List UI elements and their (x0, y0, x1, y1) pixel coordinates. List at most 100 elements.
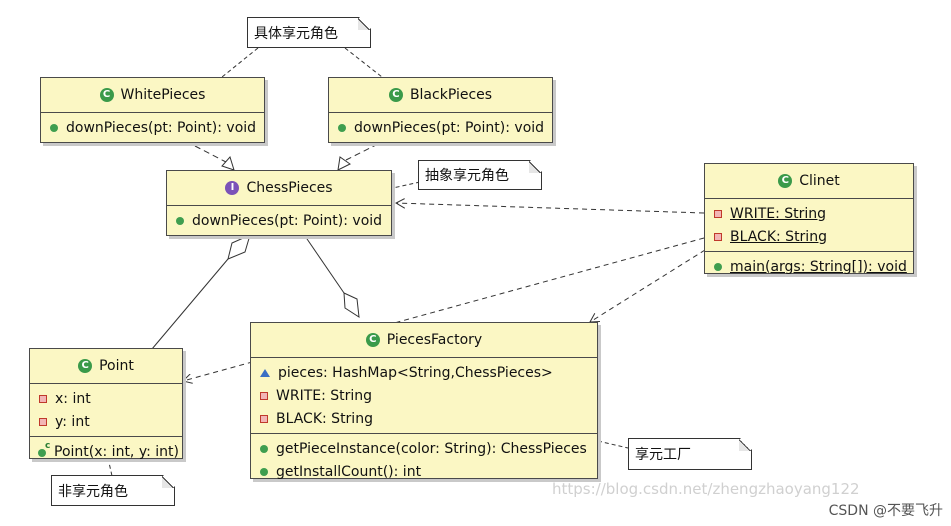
method-row: downPieces(pt: Point): void (167, 209, 391, 232)
public-method-icon (714, 262, 722, 271)
dependency-clinet-chesspieces (396, 203, 705, 214)
realization-black-head (337, 156, 351, 171)
methods-section: main(args: String[]): void (705, 252, 913, 281)
class-header: C Clinet (705, 164, 913, 199)
methods-section: downPieces(pt: Point): void (41, 113, 264, 142)
field-text: BLACK: String (730, 228, 827, 245)
field-text: x: int (55, 390, 91, 407)
note-anchor-unshared (107, 457, 113, 477)
class-name: WhitePieces (120, 87, 206, 103)
field-text: BLACK: String (276, 410, 373, 427)
note-abstract-text: 抽象享元角色 (425, 168, 509, 184)
note-concrete-flyweight: 具体享元角色 (247, 17, 371, 48)
note-anchor-abstract (392, 181, 421, 189)
constructor-icon: c (38, 441, 50, 457)
interface-chess-pieces[interactable]: I ChessPieces downPieces(pt: Point): voi… (166, 170, 392, 236)
methods-section: downPieces(pt: Point): void (329, 113, 552, 142)
public-method-icon (50, 123, 58, 132)
credit-text: CSDN @不要飞升 (828, 503, 943, 519)
field-row: BLACK: String (251, 407, 597, 430)
public-method-icon (260, 444, 268, 453)
note-abstract-flyweight: 抽象享元角色 (418, 160, 542, 190)
note-concrete-text: 具体享元角色 (254, 25, 338, 42)
dependency-clinet-factory (590, 249, 706, 322)
fields-section: pieces: HashMap<String,ChessPieces> WRIT… (251, 358, 597, 434)
private-field-icon (39, 394, 47, 403)
method-text: getInstallCount(): int (276, 463, 422, 480)
class-white-pieces[interactable]: C WhitePieces downPieces(pt: Point): voi… (40, 77, 265, 143)
class-name: ChessPieces (246, 180, 333, 196)
realization-white-head (221, 156, 235, 171)
class-name: BlackPieces (409, 87, 493, 103)
method-text: Point(x: int, y: int) (54, 443, 179, 460)
class-header: C PiecesFactory (251, 323, 597, 358)
field-row: pieces: HashMap<String,ChessPieces> (251, 361, 597, 384)
field-text: pieces: HashMap<String,ChessPieces> (278, 364, 553, 381)
class-icon: C (365, 333, 380, 347)
aggregation-point-chesspieces (151, 258, 229, 350)
realization-white (194, 145, 227, 163)
method-text: main(args: String[]): void (730, 258, 907, 275)
package-field-icon (260, 368, 270, 377)
class-clinet[interactable]: C Clinet WRITE: String BLACK: String mai… (704, 163, 914, 275)
watermark-url: https://blog.csdn.net/zhengzhaoyang122 (552, 480, 860, 498)
field-row: WRITE: String (705, 202, 913, 225)
note-factory-text: 享元工厂 (635, 447, 691, 463)
methods-section: downPieces(pt: Point): void (167, 206, 391, 235)
private-field-icon (714, 232, 722, 241)
public-method-icon (260, 467, 268, 476)
field-row: BLACK: String (705, 225, 913, 248)
fields-section: x: int y: int (30, 384, 182, 437)
class-black-pieces[interactable]: C BlackPieces downPieces(pt: Point): voi… (328, 77, 553, 143)
method-row: getInstallCount(): int (251, 460, 597, 483)
note-unshared-text: 非享元角色 (58, 483, 128, 500)
class-icon: C (99, 88, 114, 102)
public-method-icon (176, 216, 184, 225)
realization-black (345, 143, 379, 161)
class-icon: C (388, 88, 403, 102)
class-pieces-factory[interactable]: C PiecesFactory pieces: HashMap<String,C… (250, 322, 598, 480)
note-anchor-factory (597, 440, 629, 449)
note-anchor-concrete-black (344, 47, 383, 78)
field-row: x: int (30, 387, 182, 410)
private-field-icon (260, 414, 268, 423)
private-field-icon (260, 391, 268, 400)
field-row: WRITE: String (251, 384, 597, 407)
method-row: main(args: String[]): void (705, 255, 913, 278)
aggregation-factory-diamond (343, 292, 360, 318)
class-name: PiecesFactory (386, 332, 483, 348)
method-text: downPieces(pt: Point): void (354, 119, 545, 136)
class-icon: C (778, 174, 793, 188)
method-row: downPieces(pt: Point): void (41, 116, 264, 139)
public-method-icon (338, 123, 346, 132)
private-field-icon (39, 417, 47, 426)
class-header: C WhitePieces (41, 78, 264, 113)
class-name: Clinet (799, 173, 840, 189)
method-text: downPieces(pt: Point): void (192, 212, 383, 229)
field-text: WRITE: String (276, 387, 373, 404)
aggregation-factory-chesspieces (304, 235, 345, 294)
field-text: y: int (55, 413, 90, 430)
method-row: downPieces(pt: Point): void (329, 116, 552, 139)
field-text: WRITE: String (730, 205, 827, 222)
class-header: C Point (30, 349, 182, 384)
method-text: getPieceInstance(color: String): ChessPi… (276, 440, 587, 457)
field-row: y: int (30, 410, 182, 433)
class-name: Point (99, 358, 134, 374)
class-header: C BlackPieces (329, 78, 552, 113)
interface-icon: I (225, 181, 240, 195)
method-row: getPieceInstance(color: String): ChessPi… (251, 437, 597, 460)
private-field-icon (714, 209, 722, 218)
class-header: I ChessPieces (167, 171, 391, 206)
method-text: downPieces(pt: Point): void (66, 119, 257, 136)
fields-section: WRITE: String BLACK: String (705, 199, 913, 252)
note-unshared-flyweight: 非享元角色 (51, 475, 175, 506)
class-icon: C (78, 359, 93, 373)
note-flyweight-factory: 享元工厂 (628, 438, 752, 470)
note-anchor-concrete-white (221, 47, 259, 78)
aggregation-point-diamond (227, 234, 251, 260)
